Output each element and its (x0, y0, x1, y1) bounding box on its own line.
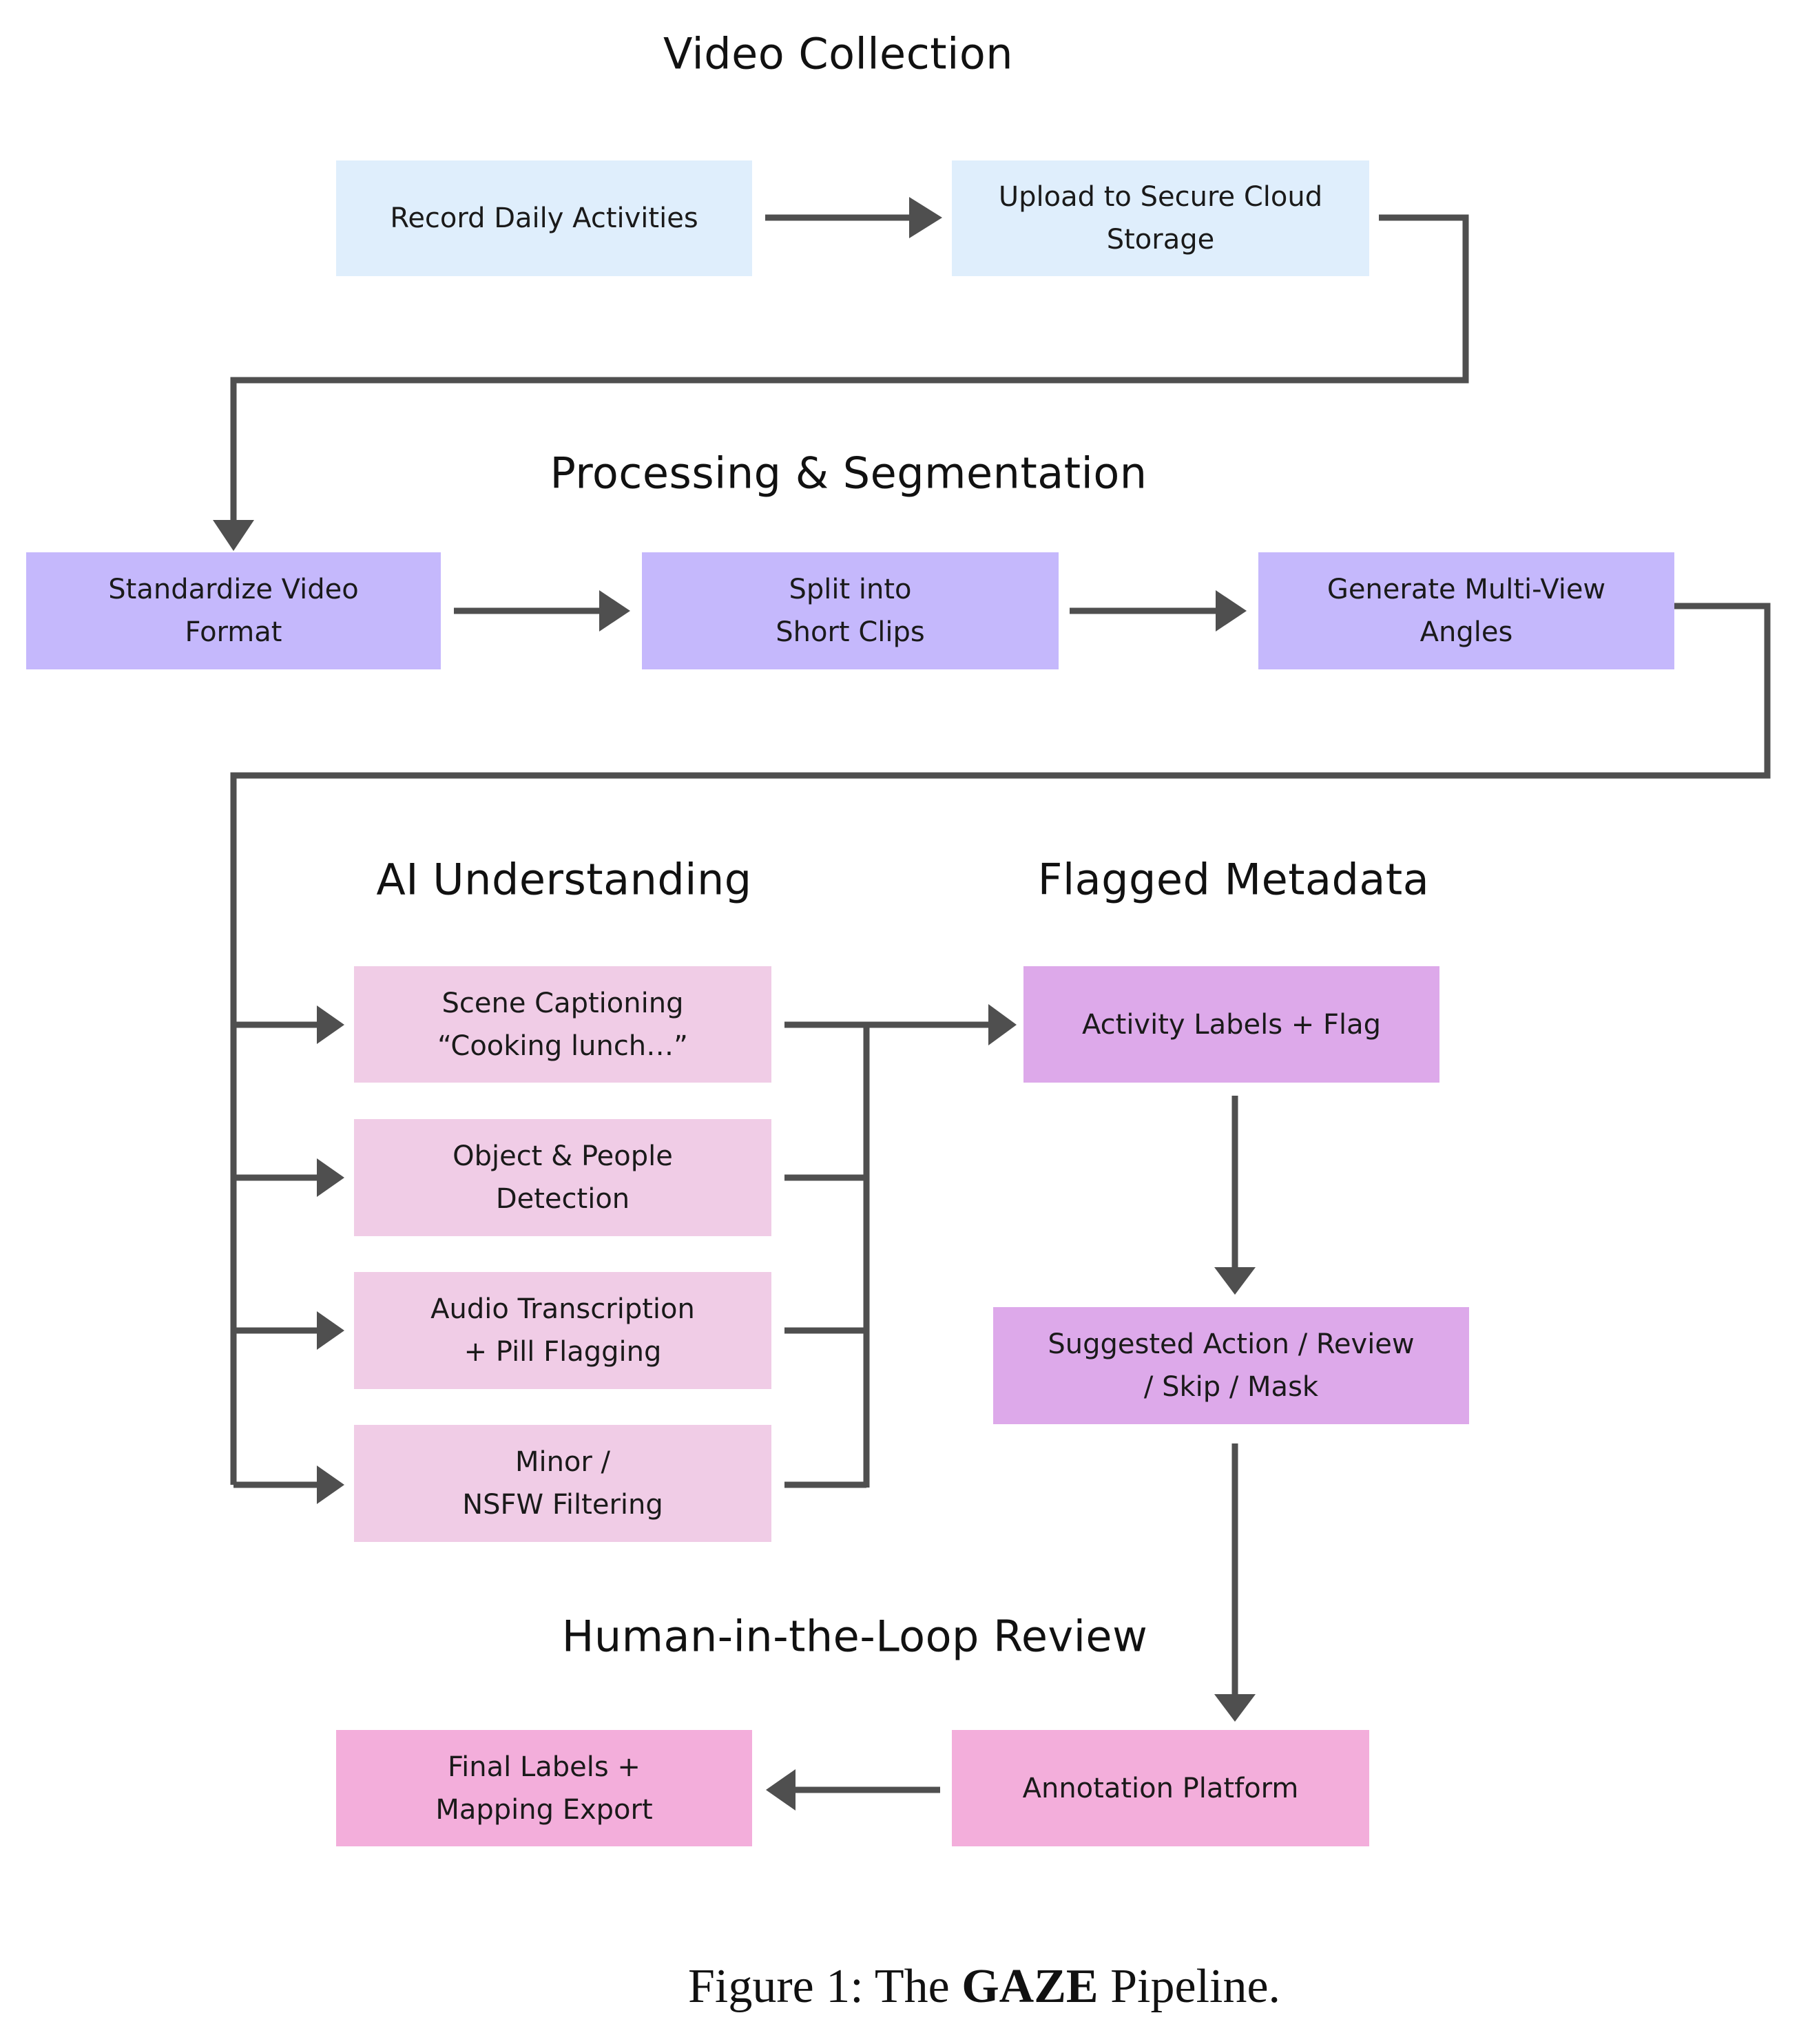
node-label: Standardize Video Format (108, 574, 359, 648)
node-audio-transcription: Audio Transcription + Pill Flagging (354, 1272, 771, 1389)
node-minor-nsfw-filtering: Minor / NSFW Filtering (354, 1425, 771, 1542)
node-record-daily-activities: Record Daily Activities (336, 160, 752, 276)
arrowhead-icon (213, 520, 254, 551)
node-label: Upload to Secure Cloud Storage (998, 181, 1323, 255)
node-activity-labels-flag: Activity Labels + Flag (1023, 966, 1439, 1083)
node-object-people-detection: Object & People Detection (354, 1119, 771, 1236)
caption-suffix: Pipeline. (1098, 1960, 1281, 2013)
arrowhead-icon (1214, 1694, 1256, 1722)
arrowhead-icon (317, 1158, 344, 1197)
caption-bold-name: GAZE (961, 1960, 1099, 2013)
node-upload-cloud-storage: Upload to Secure Cloud Storage (952, 160, 1369, 276)
section-title-processing: Processing & Segmentation (550, 448, 1147, 499)
node-generate-multi-view: Generate Multi-View Angles (1258, 552, 1674, 669)
node-split-short-clips: Split into Short Clips (642, 552, 1059, 669)
node-label: Record Daily Activities (390, 202, 698, 234)
arrowhead-icon (909, 197, 942, 238)
node-label: Final Labels + Mapping Export (435, 1751, 653, 1826)
node-final-labels-export: Final Labels + Mapping Export (336, 1730, 752, 1846)
section-title-flagged-metadata: Flagged Metadata (1037, 854, 1430, 905)
arrowhead-icon (317, 1466, 344, 1504)
node-annotation-platform: Annotation Platform (952, 1730, 1369, 1846)
arrowhead-icon (1216, 590, 1247, 632)
section-title-video-collection: Video Collection (663, 28, 1014, 79)
node-label: Split into Short Clips (776, 574, 925, 648)
node-label: Minor / NSFW Filtering (462, 1446, 663, 1521)
arrowhead-icon (599, 590, 630, 632)
node-standardize-video-format: Standardize Video Format (26, 552, 441, 669)
arrowhead-icon (317, 1005, 344, 1044)
node-label: Annotation Platform (1022, 1772, 1299, 1804)
node-label: Audio Transcription + Pill Flagging (430, 1293, 695, 1368)
connector-upload-to-standardize (230, 214, 1469, 523)
node-suggested-action: Suggested Action / Review / Skip / Mask (993, 1307, 1469, 1424)
caption-prefix: Figure 1: The (687, 1960, 962, 2013)
section-title-ai-understanding: AI Understanding (376, 854, 752, 905)
arrowhead-icon (1214, 1267, 1256, 1295)
node-label: Scene Captioning “Cooking lunch…” (437, 987, 688, 1062)
arrowhead-icon (766, 1769, 795, 1811)
section-title-human-review: Human-in-the-Loop Review (561, 1611, 1148, 1662)
node-label: Generate Multi-View Angles (1327, 574, 1606, 648)
node-scene-captioning: Scene Captioning “Cooking lunch…” (354, 966, 771, 1083)
node-label: Object & People Detection (453, 1140, 673, 1215)
arrowhead-icon (317, 1311, 344, 1350)
figure-caption: Figure 1: The GAZE Pipeline. (688, 1959, 1280, 2014)
node-label: Activity Labels + Flag (1081, 1008, 1382, 1041)
arrowhead-icon (988, 1004, 1017, 1045)
connector-multiview-to-ai (230, 603, 1771, 1485)
node-label: Suggested Action / Review / Skip / Mask (1048, 1328, 1415, 1403)
